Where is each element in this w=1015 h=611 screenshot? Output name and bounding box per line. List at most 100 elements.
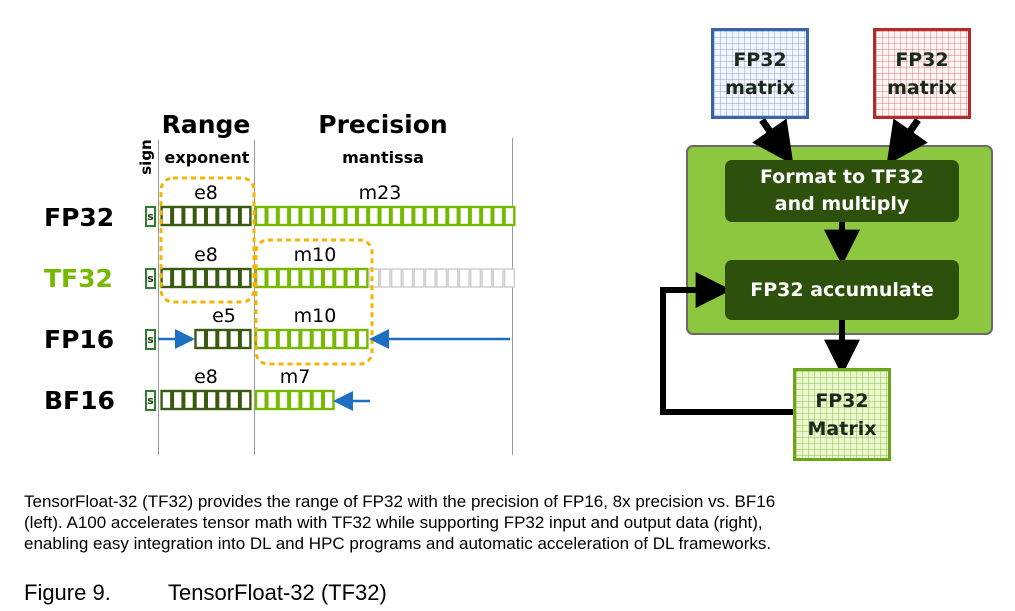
mantissa-bit-fp32 bbox=[379, 205, 392, 227]
format-label-tf32: TF32 bbox=[44, 264, 113, 293]
exponent-bit-fp32 bbox=[228, 205, 241, 227]
exponent-bit-fp16 bbox=[239, 328, 252, 350]
mantissa-bit-fp32 bbox=[492, 205, 505, 227]
exponent-bit-bf16 bbox=[171, 389, 184, 411]
figure-caption: TensorFloat-32 (TF32) provides the range… bbox=[24, 491, 1004, 554]
figure-number: Figure 9. bbox=[24, 580, 111, 605]
range-header: Range bbox=[161, 110, 251, 139]
exponent-bit-fp32 bbox=[171, 205, 184, 227]
mant-label-fp32: m23 bbox=[358, 182, 402, 204]
format-multiply-line2: and multiply bbox=[774, 193, 910, 215]
mantissa-bit-fp32 bbox=[435, 205, 448, 227]
mantissa-bit-bf16 bbox=[277, 389, 290, 411]
mant-label-bf16: m7 bbox=[279, 366, 311, 388]
mantissa-bit-bf16 bbox=[311, 389, 324, 411]
mantissa-bit-fp32 bbox=[469, 205, 482, 227]
exponent-bit-tf32 bbox=[228, 267, 241, 289]
mantissa-bit-tf32 bbox=[288, 267, 301, 289]
mantissa-bit-bf16 bbox=[266, 389, 279, 411]
mantissa-bit-fp32 bbox=[322, 205, 335, 227]
mantissa-bit-fp16 bbox=[333, 328, 347, 350]
mantissa-bit-fp32 bbox=[413, 205, 426, 227]
flow-arrows bbox=[660, 117, 928, 415]
caption-line-3: enabling easy integration into DL and HP… bbox=[24, 534, 772, 553]
exponent-bit-bf16 bbox=[228, 389, 241, 411]
input-matrix-a-line1: FP32 bbox=[733, 48, 787, 71]
exponent-bit-bf16 bbox=[160, 389, 173, 411]
mantissa-bit-fp16 bbox=[311, 328, 324, 350]
mantissa-bit-bf16 bbox=[288, 389, 301, 411]
unused-bit-tf32 bbox=[402, 268, 414, 288]
sign-bit-fp32: s bbox=[145, 206, 156, 227]
mantissa-bit-fp32 bbox=[503, 205, 516, 227]
exponent-bit-fp32 bbox=[216, 205, 230, 227]
exponent-bit-fp32 bbox=[160, 205, 173, 227]
exponent-bit-tf32 bbox=[182, 267, 196, 289]
bit-fields bbox=[158, 176, 516, 411]
mantissa-bit-tf32 bbox=[322, 267, 335, 289]
exponent-bit-bf16 bbox=[182, 389, 196, 411]
mantissa-bit-tf32 bbox=[277, 267, 290, 289]
mant-label-tf32: m10 bbox=[293, 244, 337, 266]
mantissa-bit-fp16 bbox=[266, 328, 279, 350]
exponent-bit-bf16 bbox=[216, 389, 230, 411]
mantissa-bit-fp16 bbox=[300, 328, 313, 350]
mantissa-bit-fp32 bbox=[401, 205, 414, 227]
exponent-bit-fp16 bbox=[228, 328, 241, 350]
mantissa-bit-fp32 bbox=[266, 205, 279, 227]
range-highlight bbox=[159, 176, 256, 304]
exponent-bit-tf32 bbox=[216, 267, 230, 289]
sign-bit-bf16: s bbox=[145, 390, 156, 411]
accumulate-step: FP32 accumulate bbox=[725, 260, 959, 320]
input-matrix-a-line2: matrix bbox=[725, 76, 795, 99]
mantissa-bit-tf32 bbox=[333, 267, 347, 289]
separator-line bbox=[158, 140, 159, 455]
format-multiply-line1: Format to TF32 bbox=[759, 166, 925, 188]
exponent-bit-fp32 bbox=[239, 205, 252, 227]
figure-title: TensorFloat-32 (TF32) bbox=[168, 580, 387, 605]
mantissa-bit-tf32 bbox=[266, 267, 279, 289]
mant-label-fp16: m10 bbox=[293, 305, 337, 327]
mantissa-bit-fp32 bbox=[345, 205, 358, 227]
mantissa-bit-bf16 bbox=[254, 389, 267, 411]
sign-bit-tf32: s bbox=[145, 268, 156, 289]
mantissa-bit-fp32 bbox=[333, 205, 347, 227]
mantissa-bit-fp32 bbox=[446, 205, 460, 227]
mantissa-bit-tf32 bbox=[345, 267, 358, 289]
unused-bit-tf32 bbox=[469, 268, 482, 288]
exponent-bit-fp16 bbox=[194, 328, 207, 350]
mantissa-bit-fp32 bbox=[311, 205, 324, 227]
exponent-bit-fp32 bbox=[194, 205, 207, 227]
mantissa-bit-fp32 bbox=[458, 205, 471, 227]
mantissa-bit-fp16 bbox=[288, 328, 301, 350]
unused-bit-tf32 bbox=[458, 268, 470, 288]
mantissa-bit-tf32 bbox=[356, 267, 369, 289]
exponent-bit-fp32 bbox=[205, 205, 218, 227]
mantissa-bit-fp32 bbox=[424, 205, 437, 227]
mantissa-bit-fp32 bbox=[254, 205, 267, 227]
exponent-bit-tf32 bbox=[239, 267, 252, 289]
mantissa-bit-fp32 bbox=[480, 205, 493, 227]
mantissa-bit-bf16 bbox=[300, 389, 313, 411]
output-matrix-line1: FP32 bbox=[815, 389, 869, 412]
unused-bit-tf32 bbox=[503, 268, 516, 288]
exp-label-bf16: e8 bbox=[194, 366, 218, 388]
range-subheader: exponent bbox=[164, 148, 250, 167]
separator-line bbox=[512, 138, 513, 455]
caption-line-1: TensorFloat-32 (TF32) provides the range… bbox=[24, 492, 776, 511]
exponent-bit-bf16 bbox=[205, 389, 218, 411]
unused-bit-tf32 bbox=[368, 268, 380, 288]
exponent-bit-tf32 bbox=[194, 267, 207, 289]
unused-bit-tf32 bbox=[379, 268, 391, 288]
mantissa-bit-fp32 bbox=[367, 205, 380, 227]
exponent-bit-tf32 bbox=[205, 267, 218, 289]
mantissa-bit-fp16 bbox=[322, 328, 335, 350]
unused-bit-tf32 bbox=[481, 268, 493, 288]
format-label-fp16: FP16 bbox=[44, 325, 115, 354]
mantissa-bit-tf32 bbox=[311, 267, 324, 289]
exp-label-tf32: e8 bbox=[194, 244, 218, 266]
input-matrix-b: FP32 matrix bbox=[873, 28, 971, 119]
sign-bit-fp16: s bbox=[145, 329, 156, 350]
precision-header: Precision bbox=[318, 110, 448, 139]
output-matrix: FP32 Matrix bbox=[793, 368, 891, 461]
